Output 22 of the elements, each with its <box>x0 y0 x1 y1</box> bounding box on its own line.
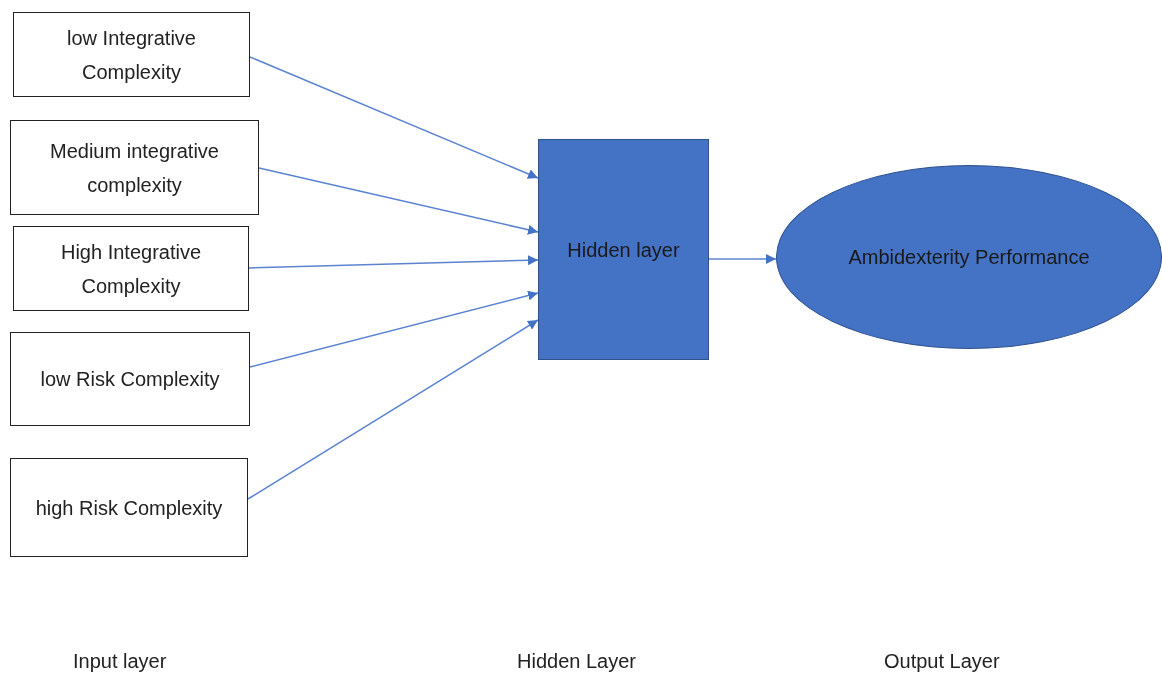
input-box <box>10 458 248 557</box>
layer-label: Output Layer <box>884 650 1000 673</box>
arrow <box>249 290 539 368</box>
input-box <box>13 12 250 97</box>
node-text: high Risk Complexity <box>34 495 224 521</box>
node-text: Ambidexterity Performance <box>847 245 1091 270</box>
input-box <box>13 226 249 311</box>
node-text: Medium integrative complexity <box>49 138 220 198</box>
arrow <box>247 319 539 500</box>
input-box <box>10 332 250 426</box>
layer-label: Input layer <box>73 650 167 673</box>
node-text: low Integrative Complexity <box>66 25 197 85</box>
arrow <box>708 254 777 264</box>
arrow <box>249 56 539 179</box>
hidden-layer-box <box>538 139 709 360</box>
arrow <box>258 167 539 235</box>
layer-label: Hidden Layer <box>517 650 636 673</box>
node-text: Hidden layer <box>566 237 681 263</box>
arrow <box>248 255 539 269</box>
node-text: High Integrative Complexity <box>59 239 203 299</box>
node-text: low Risk Complexity <box>39 367 221 392</box>
input-box <box>10 120 259 215</box>
